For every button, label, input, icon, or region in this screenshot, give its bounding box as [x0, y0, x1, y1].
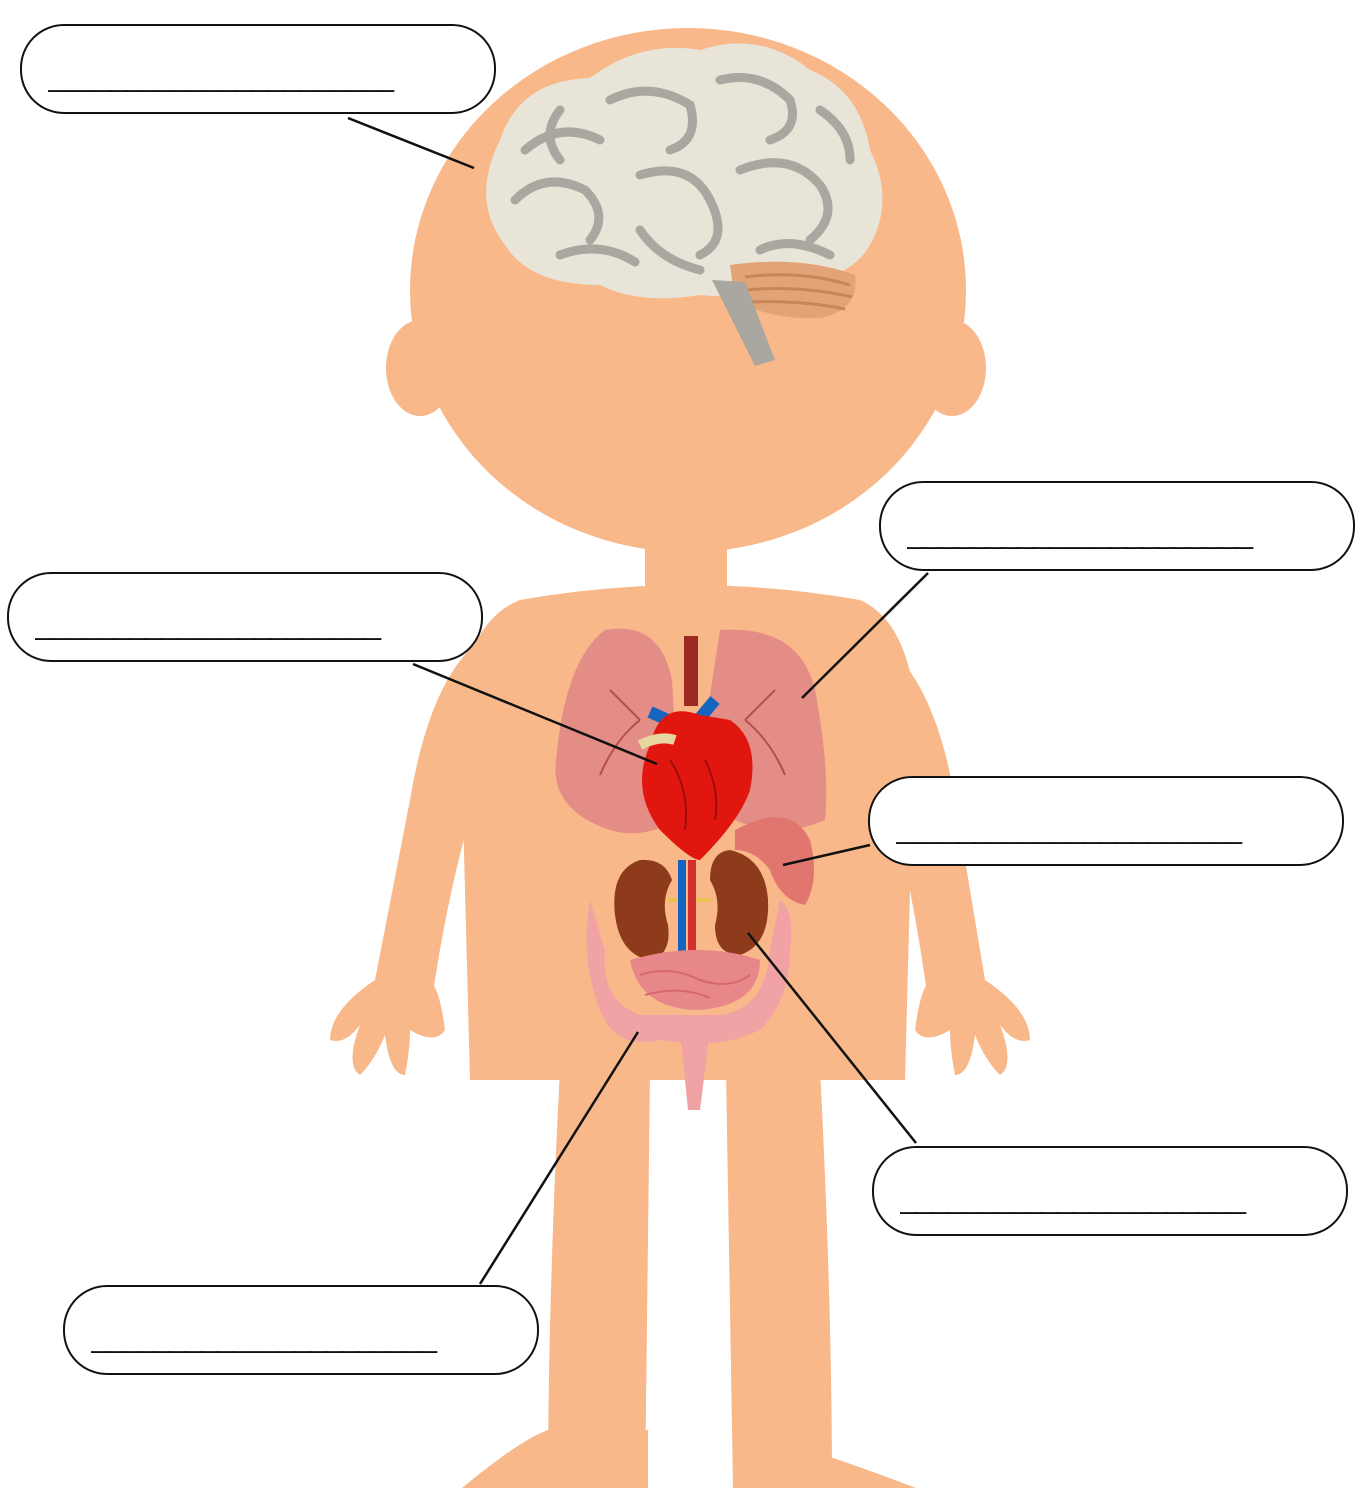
- label-box-brain[interactable]: ______________________: [20, 24, 496, 114]
- answer-blank-stomach[interactable]: ______________________: [896, 812, 1320, 846]
- answer-blank-intestines[interactable]: ______________________: [91, 1321, 515, 1355]
- answer-blank-lungs[interactable]: ______________________: [907, 517, 1331, 551]
- label-box-kidneys[interactable]: ______________________: [872, 1146, 1348, 1236]
- label-box-stomach[interactable]: ______________________: [868, 776, 1344, 866]
- label-box-heart[interactable]: ______________________: [7, 572, 483, 662]
- answer-blank-brain[interactable]: ______________________: [48, 60, 472, 94]
- label-box-lungs[interactable]: ______________________: [879, 481, 1355, 571]
- leader-line-brain: [348, 118, 474, 168]
- answer-blank-kidneys[interactable]: ______________________: [900, 1182, 1324, 1216]
- label-box-intestines[interactable]: ______________________: [63, 1285, 539, 1375]
- answer-blank-heart[interactable]: ______________________: [35, 608, 459, 642]
